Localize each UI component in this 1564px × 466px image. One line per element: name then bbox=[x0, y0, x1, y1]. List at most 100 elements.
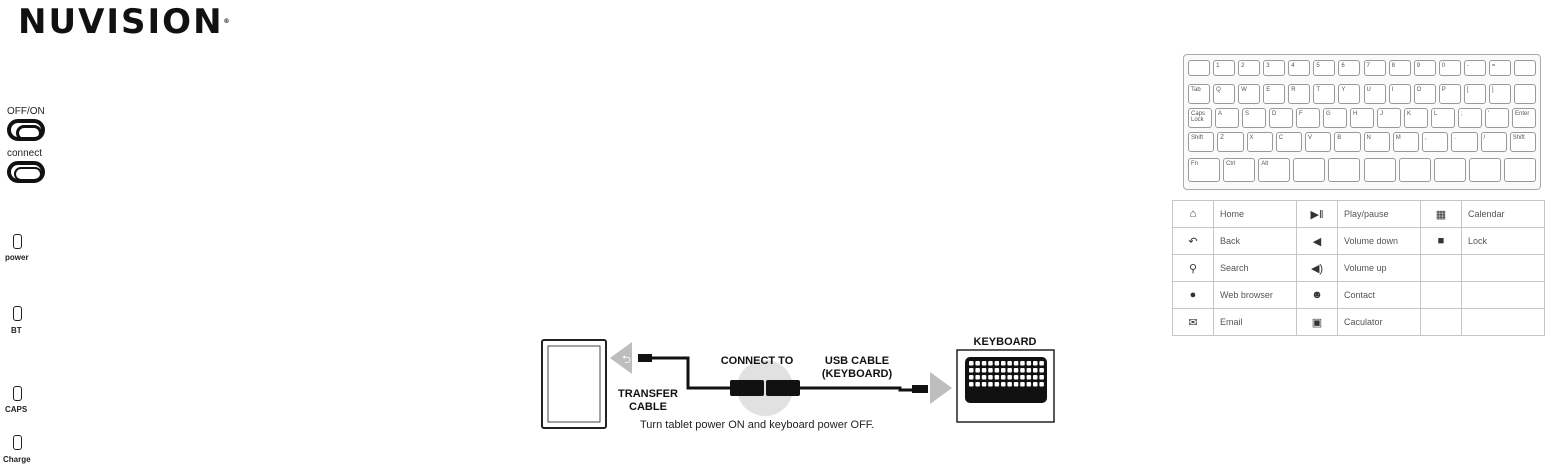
micro-usb-plug-right bbox=[912, 385, 928, 393]
left-usb-arrow bbox=[610, 342, 632, 374]
function-key-label bbox=[1461, 254, 1545, 282]
keyboard-key: G bbox=[1323, 108, 1347, 128]
back-icon: ↶ bbox=[1172, 227, 1214, 255]
logo-text: NuVision bbox=[18, 2, 224, 42]
keyboard-icon-key bbox=[988, 382, 993, 387]
connect-button[interactable] bbox=[7, 161, 45, 183]
keyboard-icon-key bbox=[981, 368, 987, 373]
keyboard-key: I bbox=[1388, 84, 1411, 104]
keyboard-icon-key bbox=[1020, 382, 1025, 387]
brand-logo: NuVision® bbox=[18, 2, 232, 42]
keyboard-key: T bbox=[1313, 84, 1336, 104]
connect-label: connect bbox=[7, 148, 43, 159]
keyboard-icon-key bbox=[1020, 368, 1025, 373]
keyboard-icon-key bbox=[1033, 382, 1038, 387]
keyboard-key: D bbox=[1269, 108, 1293, 128]
keyboard-key: - bbox=[1463, 60, 1486, 76]
keyboard-key: 7 bbox=[1363, 60, 1386, 76]
keyboard-icon-key bbox=[969, 361, 974, 366]
keyboard-key: J bbox=[1377, 108, 1401, 128]
function-key-label: Caculator bbox=[1337, 308, 1421, 336]
keyboard-key bbox=[1328, 158, 1361, 182]
keyboard-key: 3 bbox=[1263, 60, 1286, 76]
keyboard-key: Ctrl bbox=[1223, 158, 1256, 182]
function-key-row: ⚲Search◀)Volume up bbox=[1172, 254, 1545, 282]
keyboard-icon-key bbox=[1007, 375, 1012, 380]
keyboard-key: A bbox=[1215, 108, 1239, 128]
function-key-label: Web browser bbox=[1213, 281, 1297, 309]
keyboard-key: H bbox=[1350, 108, 1374, 128]
off-on-label: OFF/ON bbox=[7, 106, 45, 117]
micro-usb-plug-left bbox=[638, 354, 652, 362]
keyboard-key: C bbox=[1275, 132, 1302, 152]
keyboard-icon-key bbox=[975, 375, 980, 380]
keyboard-key: U bbox=[1363, 84, 1386, 104]
keyboard-key: 1 bbox=[1213, 60, 1236, 76]
function-key-row: ⌂Home▶‖Play/pause▦Calendar bbox=[1172, 200, 1545, 228]
bt-led-label: BT bbox=[11, 326, 22, 335]
volume-down-icon: ◀ bbox=[1296, 227, 1338, 255]
keyboard-icon-key bbox=[969, 368, 974, 373]
function-key-label bbox=[1461, 308, 1545, 336]
keyboard-icon-key bbox=[1007, 368, 1012, 373]
keyboard-key: 8 bbox=[1388, 60, 1411, 76]
keyboard-key bbox=[1503, 158, 1536, 182]
trademark: ® bbox=[223, 18, 232, 25]
keyboard-key: W bbox=[1238, 84, 1261, 104]
keyboard-key: Enter bbox=[1512, 108, 1536, 128]
connect-to-label: CONNECT TO bbox=[720, 355, 794, 367]
transfer-cable-line bbox=[652, 356, 730, 390]
keyboard-key: 0 bbox=[1438, 60, 1461, 76]
keyboard-cable-line bbox=[800, 386, 914, 392]
keyboard-key: V bbox=[1305, 132, 1332, 152]
keyboard-key: [ bbox=[1463, 84, 1486, 104]
keyboard-key bbox=[1468, 158, 1501, 182]
connection-diagram: ⮌ bbox=[541, 339, 1055, 429]
switch-knob bbox=[16, 125, 42, 141]
keyboard-key: Shift bbox=[1188, 132, 1215, 152]
keyboard-icon-key bbox=[1001, 361, 1006, 366]
keyboard-key: 5 bbox=[1313, 60, 1336, 76]
keyboard-key: ] bbox=[1488, 84, 1511, 104]
diagram-caption: Turn tablet power ON and keyboard power … bbox=[640, 419, 875, 431]
keyboard-icon-key bbox=[994, 382, 1000, 387]
keyboard-key bbox=[1188, 60, 1211, 76]
keyboard-key bbox=[1513, 60, 1536, 76]
charge-led-label: Charge bbox=[3, 455, 31, 464]
keyboard-key: B bbox=[1334, 132, 1361, 152]
keyboard-icon-key bbox=[1033, 375, 1038, 380]
keyboard-icon-key bbox=[1020, 361, 1025, 366]
keyboard-key: = bbox=[1488, 60, 1511, 76]
power-switch[interactable] bbox=[7, 119, 45, 141]
keyboard-key: ' bbox=[1485, 108, 1509, 128]
keyboard-key: R bbox=[1288, 84, 1311, 104]
keyboard-icon-key bbox=[1013, 361, 1019, 366]
blank-icon bbox=[1420, 308, 1462, 336]
right-usb-arrow bbox=[930, 372, 952, 404]
keyboard-label: KEYBOARD bbox=[973, 336, 1037, 348]
lock-icon: ■ bbox=[1420, 227, 1462, 255]
keyboard-key: N bbox=[1363, 132, 1390, 152]
keyboard-key: Caps Lock bbox=[1188, 108, 1212, 128]
keyboard-icon-key bbox=[988, 361, 993, 366]
function-key-label: Email bbox=[1213, 308, 1297, 336]
keyboard-icon-key bbox=[1039, 368, 1044, 373]
calendar-icon: ▦ bbox=[1420, 200, 1462, 228]
keyboard-icon-key bbox=[1020, 375, 1025, 380]
keyboard-key: P bbox=[1438, 84, 1461, 104]
function-key-label: Back bbox=[1213, 227, 1297, 255]
power-led bbox=[13, 234, 22, 249]
function-key-label: Home bbox=[1213, 200, 1297, 228]
function-key-row: ✉Email▣Caculator bbox=[1172, 308, 1545, 336]
keyboard-key: O bbox=[1413, 84, 1436, 104]
volume-up-icon: ◀) bbox=[1296, 254, 1338, 282]
keyboard-icon-key bbox=[1001, 368, 1006, 373]
keyboard-key bbox=[1398, 158, 1431, 182]
keyboard-icon-key bbox=[1001, 382, 1006, 387]
function-key-row: ●Web browser☻Contact bbox=[1172, 281, 1545, 309]
keyboard-key: . bbox=[1451, 132, 1478, 152]
function-key-label: Volume up bbox=[1337, 254, 1421, 282]
connect-button-inner bbox=[14, 167, 42, 181]
blank-icon bbox=[1420, 281, 1462, 309]
usb-male-right bbox=[766, 380, 800, 396]
